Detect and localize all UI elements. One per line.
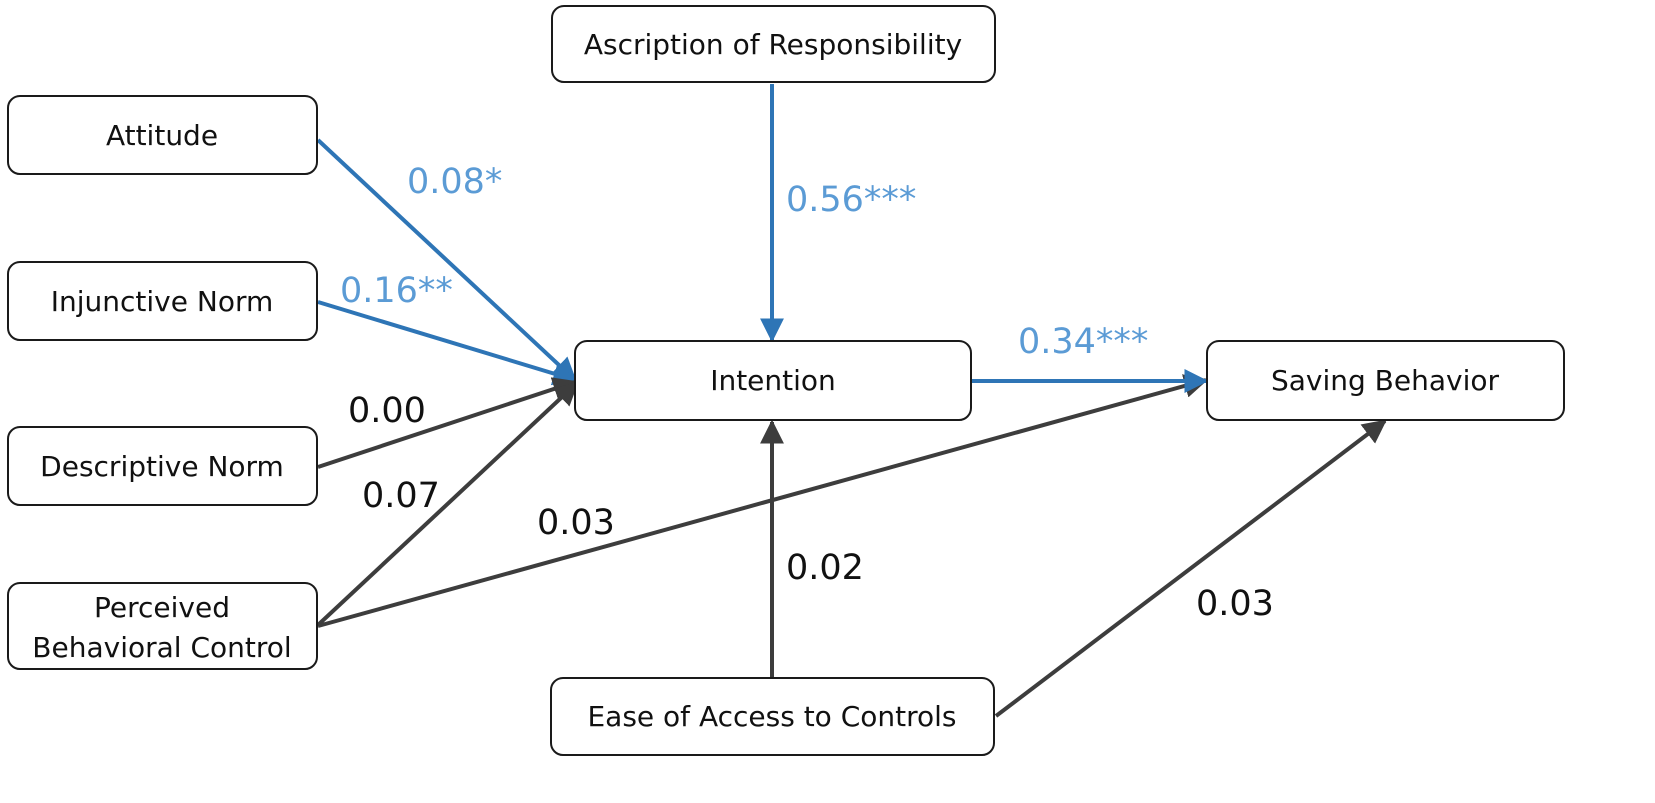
coef-ease-intention: 0.02 <box>786 548 864 588</box>
arrow-descriptive-to-intention <box>317 377 578 469</box>
node-label: Ease of Access to Controls <box>587 700 956 733</box>
arrow-pbc-to-saving <box>317 374 1209 628</box>
node-saving-behavior: Saving Behavior <box>1206 340 1565 421</box>
node-label-line-1: Perceived <box>94 591 230 624</box>
node-ease-of-access-to-controls: Ease of Access to Controls <box>550 677 995 756</box>
node-attitude: Attitude <box>7 95 318 175</box>
node-perceived-behavioral-control: Perceived Behavioral Control <box>7 582 318 670</box>
coef-injunctive-intention: 0.16** <box>340 271 453 311</box>
arrow-attitude-to-intention <box>316 138 577 382</box>
node-label: Attitude <box>106 119 218 152</box>
node-intention: Intention <box>574 340 972 421</box>
arrow-pbc-to-intention <box>316 381 579 627</box>
node-label: Injunctive Norm <box>51 285 274 318</box>
node-label-line-2: Behavioral Control <box>32 631 291 664</box>
node-injunctive-norm: Injunctive Norm <box>7 261 318 341</box>
coef-ascription-intention: 0.56*** <box>786 180 916 220</box>
node-label: Intention <box>710 364 836 397</box>
arrow-ease-to-saving <box>994 419 1387 718</box>
coef-ease-saving: 0.03 <box>1196 584 1274 624</box>
node-label: Saving Behavior <box>1271 364 1500 397</box>
node-ascription-of-responsibility: Ascription of Responsibility <box>551 5 996 83</box>
node-descriptive-norm: Descriptive Norm <box>7 426 318 506</box>
coef-intention-saving: 0.34*** <box>1018 322 1148 362</box>
coef-pbc-saving: 0.03 <box>537 503 615 543</box>
node-label: Descriptive Norm <box>40 450 284 483</box>
coef-pbc-intention: 0.07 <box>362 476 440 516</box>
node-label: Ascription of Responsibility <box>584 28 962 61</box>
arrow-injunctive-to-intention <box>317 300 578 386</box>
coef-attitude-intention: 0.08* <box>407 162 502 202</box>
coef-descriptive-intention: 0.00 <box>348 391 426 431</box>
